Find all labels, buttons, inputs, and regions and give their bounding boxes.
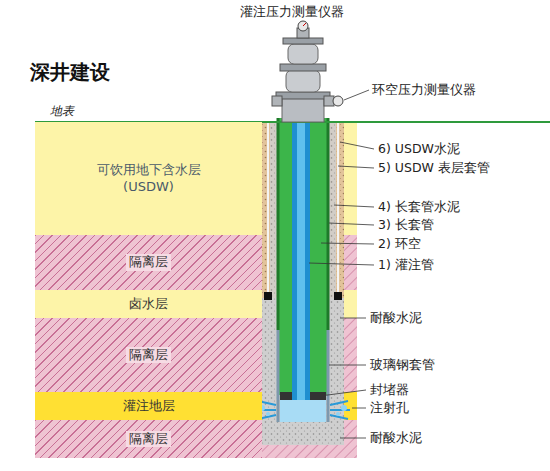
part-label: 2) 环空 xyxy=(378,236,421,251)
strata-label: 隔离层 xyxy=(126,431,171,447)
part-label: 耐酸水泥 xyxy=(370,430,422,445)
strata-band: 隔离层 xyxy=(35,235,262,290)
part-label: 耐酸水泥 xyxy=(370,310,422,325)
strata-label: 灌注地层 xyxy=(123,398,175,414)
strata-band: 卤水层 xyxy=(35,290,262,318)
strata-label: 隔离层 xyxy=(126,254,171,270)
strata-band: 可饮用地下含水层 (USDW) xyxy=(35,122,262,235)
ground-label: 地表 xyxy=(50,104,74,118)
strata-label: 可饮用地下含水层 (USDW) xyxy=(86,162,211,195)
part-label: 封堵器 xyxy=(370,382,409,397)
gauge-label: 灌注压力测量仪器 xyxy=(240,4,344,19)
part-label: 6) USDW水泥 xyxy=(378,141,460,156)
part-label: 注射孔 xyxy=(370,400,409,415)
strata-label: 卤水层 xyxy=(129,296,168,312)
strata-band: 隔离层 xyxy=(35,420,262,458)
part-label: 3) 长套管 xyxy=(378,217,434,232)
strata-band: 隔离层 xyxy=(35,318,262,392)
part-label: 4) 长套管水泥 xyxy=(378,199,460,214)
part-label: 5) USDW 表层套管 xyxy=(378,160,490,175)
strata-label: 隔离层 xyxy=(126,347,171,363)
diagram-title: 深井建设 xyxy=(30,60,110,84)
strata-band: 灌注地层 xyxy=(35,392,262,420)
part-label: 玻璃钢套管 xyxy=(370,357,435,372)
gauge-label: 环空压力测量仪器 xyxy=(372,82,476,97)
part-label: 1) 灌注管 xyxy=(378,257,434,272)
